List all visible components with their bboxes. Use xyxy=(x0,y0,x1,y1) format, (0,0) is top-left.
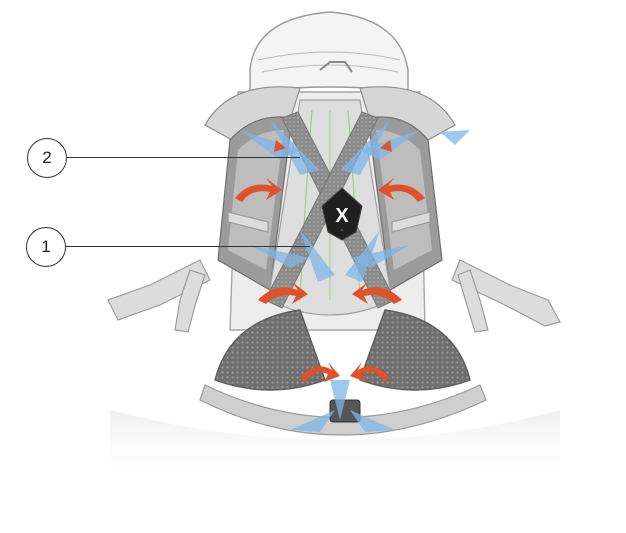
callout-2: 2 xyxy=(27,138,67,178)
callout-2-number: 2 xyxy=(42,148,52,167)
x-badge: X ~ xyxy=(321,187,363,241)
warm-air-red-arrows xyxy=(235,140,425,382)
reflection xyxy=(110,410,560,485)
brand-mark: X xyxy=(335,205,349,227)
callout-1-number: 1 xyxy=(41,237,51,256)
airflow-blue-arrows xyxy=(240,120,470,432)
pack-lid xyxy=(249,11,409,93)
hip-belt xyxy=(199,309,487,436)
badge-sub-mark: ~ xyxy=(341,228,344,234)
callout-1: 1 xyxy=(26,227,66,267)
callout-1-leader-line xyxy=(66,246,310,248)
shoulder-strap-right xyxy=(359,86,456,291)
callout-2-leader-line xyxy=(67,157,300,159)
buckle-icon xyxy=(329,399,361,423)
side-straps xyxy=(107,211,561,333)
